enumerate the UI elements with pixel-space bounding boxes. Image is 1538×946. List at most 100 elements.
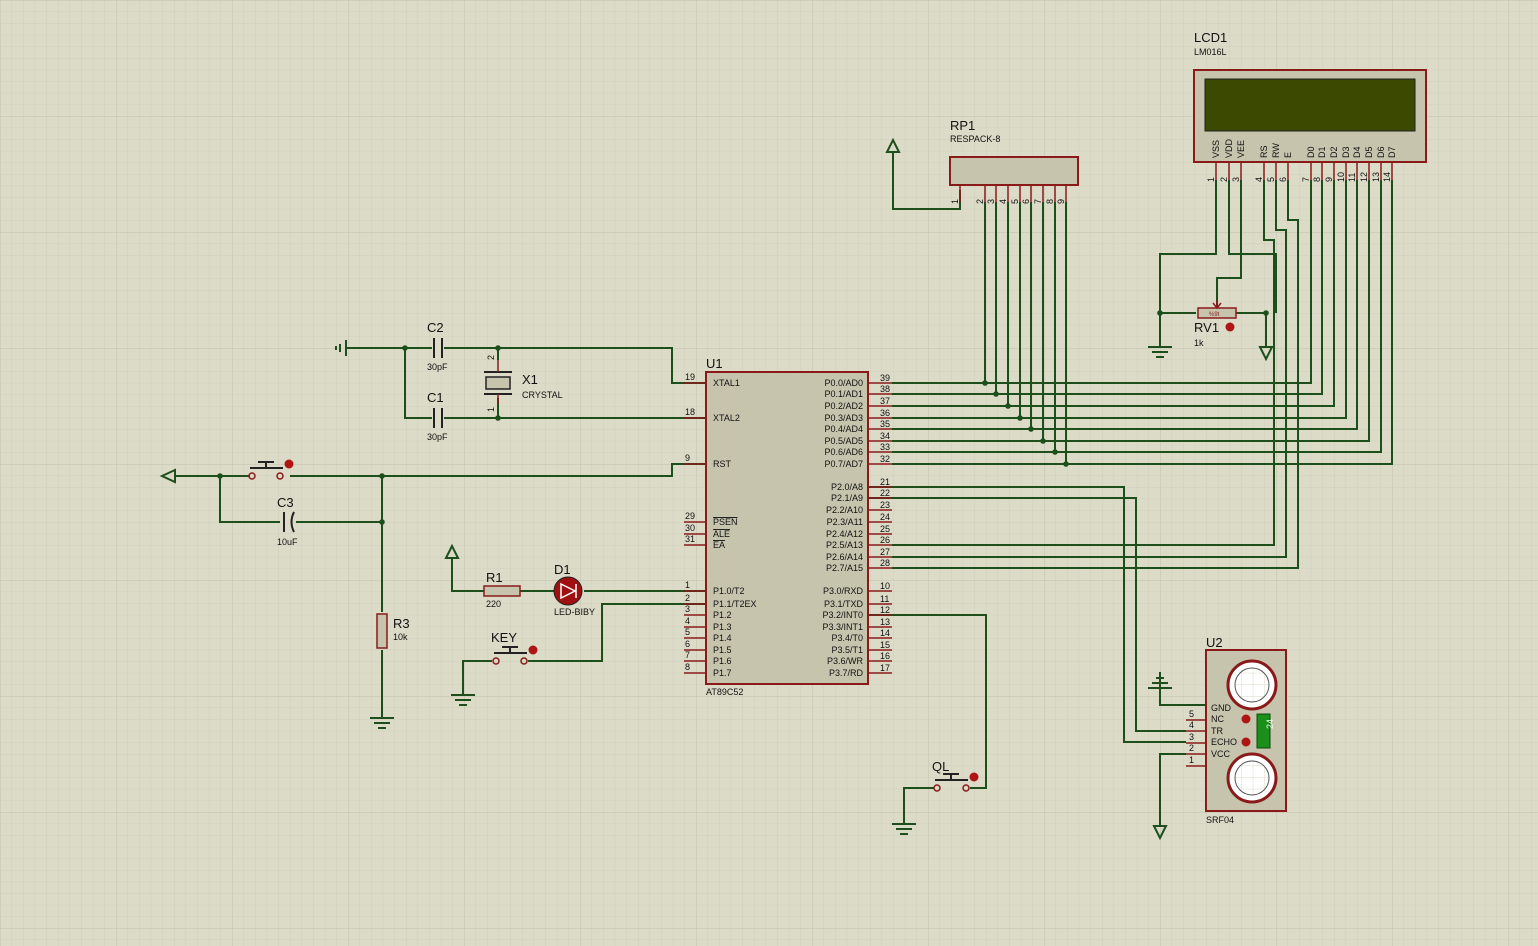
junction-dot	[379, 473, 385, 479]
reset-button[interactable]	[248, 459, 294, 480]
ql-button[interactable]: QL	[932, 759, 979, 792]
u1-pin-label: P3.4/T0	[831, 633, 863, 643]
capacitor-c1[interactable]: C1 30pF	[427, 390, 448, 442]
c1-ref: C1	[427, 390, 444, 405]
rp1-pin-number: 9	[1056, 199, 1066, 204]
u1-pin-number: 25	[880, 524, 890, 534]
rv1-ref: RV1	[1194, 320, 1219, 335]
key-ref: KEY	[491, 630, 517, 645]
lcd-screen	[1204, 78, 1416, 132]
u1-pin-label: P2.4/A12	[826, 529, 863, 539]
lcd1-pin-number: 12	[1359, 172, 1369, 182]
p0-bus-wire	[892, 180, 1335, 407]
crystal-x1[interactable]: 2 1 X1 CRYSTAL	[484, 355, 563, 412]
junction-dot	[379, 519, 385, 525]
rp1-pin-number: 2	[975, 199, 985, 204]
led-d1[interactable]: D1 LED-BIBY	[553, 562, 595, 617]
u1-pin-number: 36	[880, 408, 890, 418]
u1-pin-label: P2.5/A13	[826, 540, 863, 550]
u1-pin-label: P0.0/AD0	[824, 378, 863, 388]
junction-dot	[1028, 426, 1034, 432]
lcd1-value: LM016L	[1194, 47, 1227, 57]
u1-pin-label: P3.7/RD	[829, 668, 864, 678]
u1-pin-label: P1.4	[713, 633, 732, 643]
lcd1-pin-label: RS	[1259, 145, 1269, 158]
capacitor-c3[interactable]: C3 10uF	[277, 495, 298, 547]
rp1-pin-number: 8	[1045, 199, 1055, 204]
rp1-pin-number: 1	[950, 199, 960, 204]
ground-symbol-r3	[370, 717, 394, 729]
lcd1-pin-number: 11	[1347, 173, 1357, 182]
u1-pin-number: 15	[880, 640, 890, 650]
power-terminal-arrow-u2	[1152, 825, 1168, 841]
u2-indicator-bottom[interactable]	[1241, 737, 1251, 747]
lcd1-pin-number: 4	[1254, 177, 1264, 182]
c2-ref: C2	[427, 320, 444, 335]
u2-pin-number: 5	[1189, 709, 1194, 719]
lcd1-pin-label: D4	[1352, 146, 1362, 158]
capacitor-c2[interactable]: C2 30pF	[427, 320, 448, 372]
u1-pin-label: P0.2/AD2	[824, 401, 863, 411]
u1-pin-label: P1.3	[713, 622, 732, 632]
lcd1-pin-number: 13	[1371, 172, 1381, 182]
lcd1-pin-label: D2	[1329, 146, 1339, 158]
u1-microcontroller[interactable]: U1 AT89C52 19XTAL118XTAL29RST29PSEN30ALE…	[684, 356, 892, 697]
u1-value: AT89C52	[706, 687, 743, 697]
u1-pin-label: EA	[713, 540, 725, 550]
x1-pin1: 1	[486, 407, 496, 412]
u1-pin-number: 18	[685, 407, 695, 417]
u1-pin-label: P1.5	[713, 645, 732, 655]
lcd1-pin-label: E	[1283, 152, 1293, 158]
u1-pin-number: 9	[685, 453, 690, 463]
u1-pin-label: P0.1/AD1	[824, 389, 863, 399]
lcd1-pin-label: D7	[1387, 146, 1397, 158]
u1-pin-label: P2.2/A10	[826, 505, 863, 515]
junction-dot	[217, 473, 223, 479]
u1-pin-number: 19	[685, 372, 695, 382]
lcd1-pin-label: RW	[1271, 143, 1281, 158]
resistor-r1[interactable]: R1 220	[483, 570, 521, 609]
u1-pin-number: 11	[880, 594, 889, 604]
reset-terminal-arrow	[159, 468, 176, 484]
rp1-pin-number: 6	[1021, 199, 1031, 204]
p0-bus-wire	[892, 180, 1323, 395]
key-button[interactable]: KEY	[491, 630, 538, 665]
junction-dot	[1063, 461, 1069, 467]
lcd1-pin-number: 10	[1336, 172, 1346, 182]
rs-wire	[892, 180, 1275, 546]
ql-button-indicator[interactable]	[969, 772, 979, 782]
u1-pin-number: 27	[880, 547, 890, 557]
u1-pin-label: P2.1/A9	[831, 493, 863, 503]
reset-button-indicator[interactable]	[284, 459, 294, 469]
u1-pin-label: P3.2/INT0	[822, 610, 863, 620]
u1-pin-label: RST	[713, 459, 732, 469]
u1-pin-number: 30	[685, 523, 695, 533]
d1-ref: D1	[554, 562, 571, 577]
r1-value: 220	[486, 599, 501, 609]
r1-ref: R1	[486, 570, 503, 585]
u1-pin-label: P2.6/A14	[826, 552, 863, 562]
potentiometer-rv1[interactable]: %9t RV1 1k	[1194, 300, 1237, 348]
lcd1-display[interactable]: LCD1 LM016L VSS1VDD2VEE3RS4RW5E6D07D18D2…	[1193, 30, 1427, 182]
u2-pin-number: 3	[1189, 732, 1194, 742]
key-button-indicator[interactable]	[528, 645, 538, 655]
p0-bus-wire	[892, 180, 1370, 442]
u1-pin-label: P3.5/T1	[831, 645, 863, 655]
u1-pin-number: 35	[880, 419, 890, 429]
u1-pin-label: XTAL2	[713, 413, 740, 423]
u1-pin-number: 28	[880, 558, 890, 568]
u2-indicator-top[interactable]	[1241, 714, 1251, 724]
resistor-r3[interactable]: R3 10k	[376, 613, 410, 649]
lcd1-pin-label: D6	[1376, 146, 1386, 158]
junction-dot	[402, 345, 408, 351]
lcd1-pin-label: D3	[1341, 146, 1351, 158]
lcd1-pin-number: 7	[1301, 177, 1311, 182]
lcd1-pin-number: 1	[1206, 177, 1216, 182]
r3-ref: R3	[393, 616, 410, 631]
u1-pin-number: 6	[685, 639, 690, 649]
rv1-indicator[interactable]	[1225, 322, 1235, 332]
